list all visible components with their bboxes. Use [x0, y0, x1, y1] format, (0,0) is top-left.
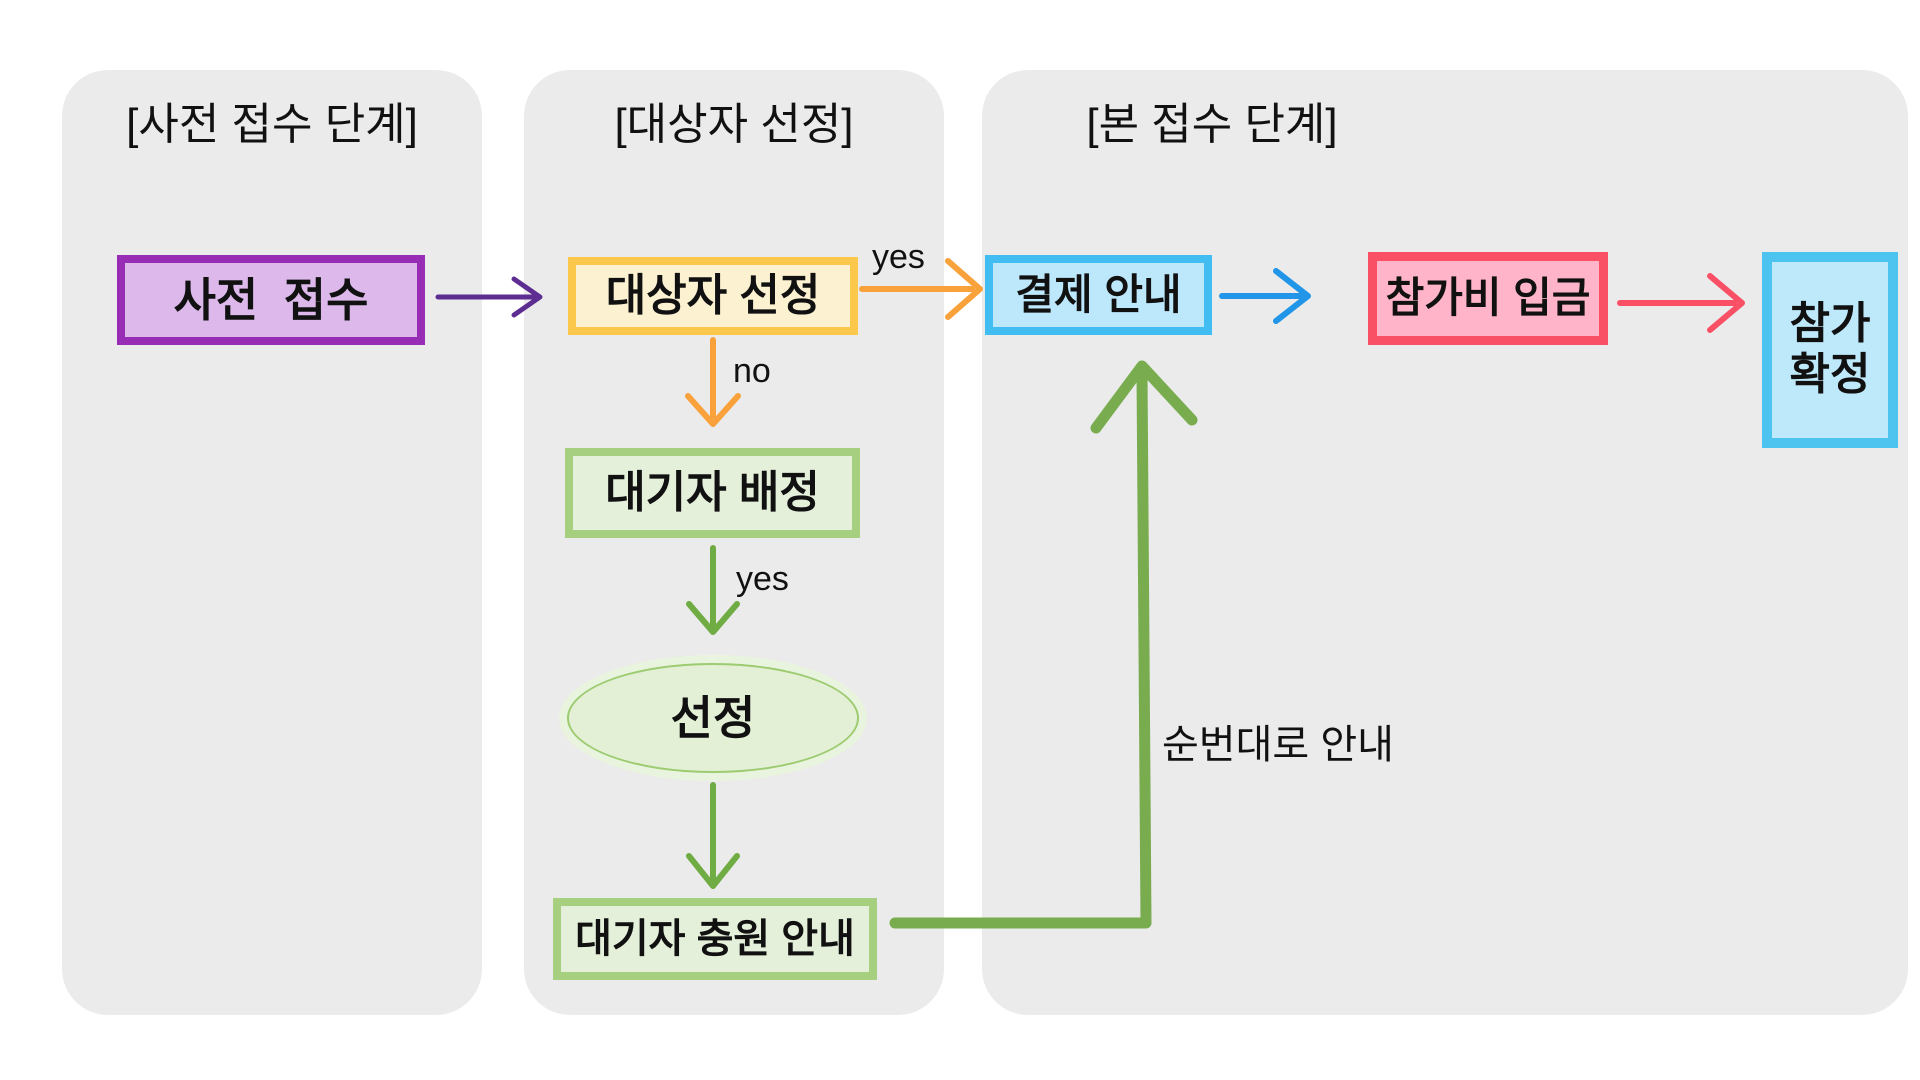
panel-title-main-registration: [본 접수 단계]: [1086, 100, 1338, 149]
panel-title-pre-registration: [사전 접수 단계]: [126, 100, 418, 149]
node-participation-confirmed-line2: 확정: [1789, 350, 1871, 399]
edge-label-select-no: no: [733, 352, 771, 390]
node-selected-label: 선정: [670, 691, 756, 744]
panel-pre-registration-stage: [62, 70, 482, 1015]
node-waitlist-assignment: 대기자 배정: [565, 448, 860, 538]
node-payment-guide: 결제 안내: [985, 255, 1212, 335]
node-pre-registration: 사전 접수: [117, 255, 425, 345]
node-candidate-selection: 대상자 선정: [568, 257, 858, 335]
panel-title-candidate-selection: [대상자 선정]: [614, 100, 854, 149]
node-waitlist-fill-notice-label: 대기자 충원 안내: [575, 917, 855, 961]
edge-label-waitlist-yes: yes: [736, 560, 789, 598]
node-selected: 선정: [567, 663, 859, 773]
panel-main-registration-stage: [982, 70, 1908, 1015]
panel-candidate-selection-stage: [524, 70, 944, 1015]
arrow-select-yes-head: [945, 258, 983, 320]
node-fee-deposit-label: 참가비 입금: [1385, 274, 1591, 322]
node-participation-confirmed: 참가 확정: [1762, 252, 1898, 448]
node-waitlist-assignment-label: 대기자 배정: [605, 467, 820, 517]
edge-label-sequence-notice: 순번대로 안내: [1162, 723, 1394, 767]
node-participation-confirmed-line1: 참가: [1789, 299, 1871, 349]
node-waitlist-fill-notice: 대기자 충원 안내: [553, 898, 877, 980]
node-pre-registration-label: 사전 접수: [173, 273, 369, 326]
node-payment-guide-label: 결제 안내: [1015, 270, 1182, 318]
edge-label-select-yes: yes: [872, 238, 925, 276]
node-fee-deposit: 참가비 입금: [1368, 252, 1608, 345]
node-candidate-selection-label: 대상자 선정: [605, 270, 821, 320]
